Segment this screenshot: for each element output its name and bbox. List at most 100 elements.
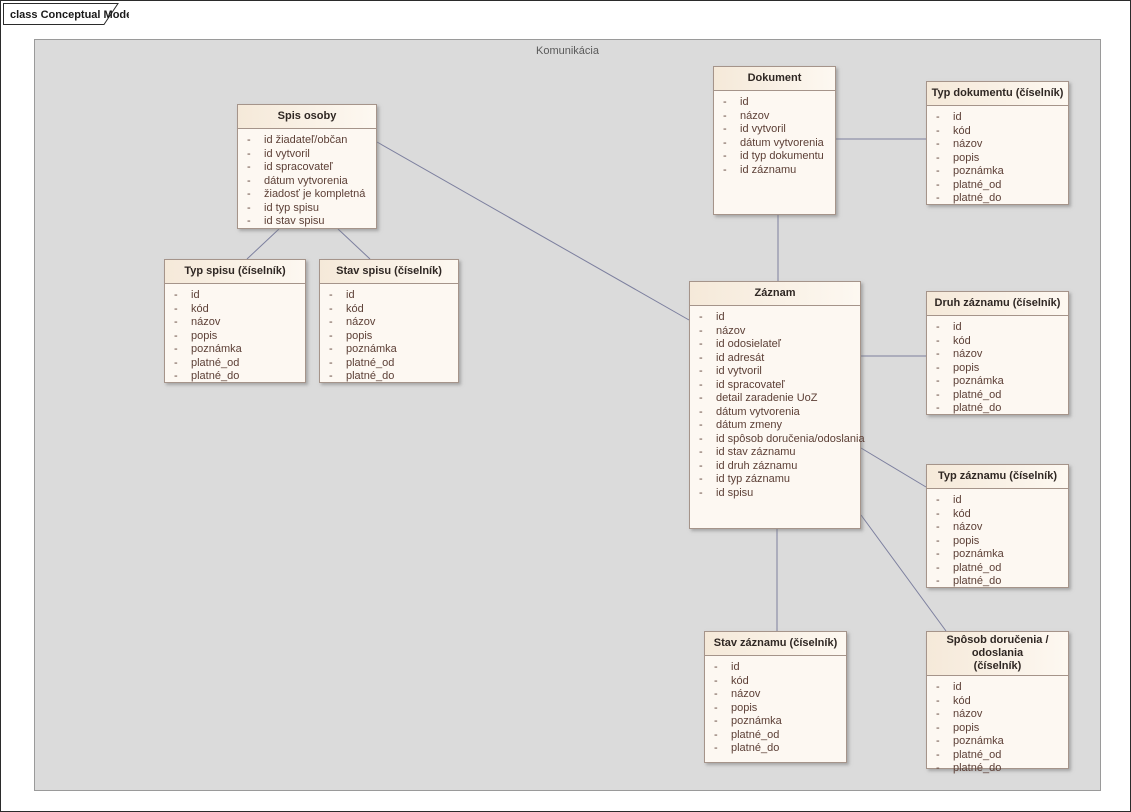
attribute-item[interactable]: -id spracovateľ <box>699 379 857 393</box>
attribute-item[interactable]: -id <box>329 289 455 303</box>
attribute-item[interactable]: -poznámka <box>936 548 1065 562</box>
connector-zaznam-to-typ-zaznamu[interactable] <box>860 447 927 488</box>
attribute-item[interactable]: -popis <box>936 722 1065 736</box>
attribute-item[interactable]: -id <box>723 96 832 110</box>
attribute-item[interactable]: -popis <box>329 330 455 344</box>
attribute-item[interactable]: -kód <box>936 125 1065 139</box>
attribute-item[interactable]: -id <box>936 321 1065 335</box>
attribute-item[interactable]: -platné_do <box>936 192 1065 206</box>
attribute-item[interactable]: -popis <box>174 330 302 344</box>
attribute-item[interactable]: -id <box>936 681 1065 695</box>
attribute-item[interactable]: -id <box>174 289 302 303</box>
attribute-dash: - <box>714 728 718 741</box>
attribute-item[interactable]: -id spôsob doručenia/odoslania <box>699 433 865 447</box>
attribute-item[interactable]: -id <box>936 494 1065 508</box>
attribute-item[interactable]: -názov <box>174 316 302 330</box>
attribute-dash: - <box>247 174 251 187</box>
attribute-item[interactable]: -detail zaradenie UoZ <box>699 392 857 406</box>
attribute-item[interactable]: -kód <box>329 303 455 317</box>
connector-zaznam-to-sposob-dorucenia-odoslania[interactable] <box>860 514 947 632</box>
attribute-item[interactable]: -platné_do <box>936 762 1065 776</box>
attribute-item[interactable]: -názov <box>936 521 1065 535</box>
attribute-item[interactable]: -id spisu <box>699 487 857 501</box>
attribute-label: názov <box>953 708 983 720</box>
attribute-item[interactable]: -platné_od <box>936 562 1065 576</box>
attribute-item[interactable]: -názov <box>723 110 832 124</box>
attribute-item[interactable]: -platné_od <box>329 357 455 371</box>
attribute-item[interactable]: -poznámka <box>174 343 302 357</box>
attribute-item[interactable]: -platné_do <box>329 370 455 384</box>
attribute-item[interactable]: -dátum vytvorenia <box>723 137 832 151</box>
attribute-item[interactable]: -názov <box>936 138 1065 152</box>
attribute-item[interactable]: -id adresát <box>699 352 857 366</box>
entity-typ-zaznamu[interactable]: Typ záznamu (číselník)-id-kód-názov-popi… <box>926 464 1069 588</box>
attribute-item[interactable]: -kód <box>936 695 1065 709</box>
attribute-item[interactable]: -poznámka <box>329 343 455 357</box>
attribute-item[interactable]: -id vytvoril <box>247 148 373 162</box>
entity-typ-spisu[interactable]: Typ spisu (číselník)-id-kód-názov-popis-… <box>164 259 306 383</box>
attribute-item[interactable]: -id <box>714 661 843 675</box>
attribute-item[interactable]: -id typ spisu <box>247 202 373 216</box>
attribute-item[interactable]: -poznámka <box>936 165 1065 179</box>
attribute-item[interactable]: -id vytvoril <box>723 123 832 137</box>
attribute-item[interactable]: -žiadosť je kompletná <box>247 188 373 202</box>
attribute-item[interactable]: -názov <box>936 348 1065 362</box>
connector-spis-osoby-to-stav-spisu[interactable] <box>337 228 371 260</box>
entity-attributes: -id-kód-názov-popis-poznámka-platné_od-p… <box>705 656 846 756</box>
attribute-item[interactable]: -popis <box>936 535 1065 549</box>
attribute-item[interactable]: -id záznamu <box>723 164 832 178</box>
attribute-dash: - <box>247 201 251 214</box>
attribute-item[interactable]: -názov <box>936 708 1065 722</box>
attribute-item[interactable]: -id <box>699 311 857 325</box>
attribute-item[interactable]: -popis <box>936 152 1065 166</box>
attribute-item[interactable]: -kód <box>714 675 843 689</box>
attribute-item[interactable]: -názov <box>329 316 455 330</box>
connector-spis-osoby-to-zaznam[interactable] <box>376 141 690 321</box>
attribute-item[interactable]: -kód <box>936 335 1065 349</box>
attribute-item[interactable]: -platné_od <box>936 389 1065 403</box>
attribute-item[interactable]: -id vytvoril <box>699 365 857 379</box>
entity-stav-zaznamu[interactable]: Stav záznamu (číselník)-id-kód-názov-pop… <box>704 631 847 763</box>
attribute-item[interactable]: -názov <box>699 325 857 339</box>
attribute-item[interactable]: -id odosielateľ <box>699 338 857 352</box>
attribute-item[interactable]: -kód <box>174 303 302 317</box>
attribute-item[interactable]: -platné_do <box>936 575 1065 589</box>
attribute-item[interactable]: -id spracovateľ <box>247 161 373 175</box>
attribute-dash: - <box>699 351 703 364</box>
attribute-dash: - <box>936 534 940 547</box>
attribute-item[interactable]: -dátum zmeny <box>699 419 857 433</box>
entity-sposob-dorucenia-odoslania[interactable]: Spôsob doručenia / odoslania(číselník)-i… <box>926 631 1069 774</box>
attribute-item[interactable]: -názov <box>714 688 843 702</box>
attribute-item[interactable]: -popis <box>936 362 1065 376</box>
attribute-dash: - <box>174 370 178 382</box>
attribute-item[interactable]: -platné_do <box>936 402 1065 416</box>
entity-zaznam[interactable]: Záznam-id-názov-id odosielateľ-id adresá… <box>689 281 865 529</box>
attribute-dash: - <box>174 329 178 342</box>
attribute-item[interactable]: -poznámka <box>936 735 1065 749</box>
attribute-item[interactable]: -id stav záznamu <box>699 446 857 460</box>
attribute-item[interactable]: -poznámka <box>714 715 843 729</box>
attribute-item[interactable]: -platné_od <box>936 749 1065 763</box>
attribute-item[interactable]: -platné_od <box>936 179 1065 193</box>
attribute-item[interactable]: -id žiadateľ/občan <box>247 134 373 148</box>
entity-spis-osoby[interactable]: Spis osoby-id žiadateľ/občan-id vytvoril… <box>237 104 377 229</box>
attribute-item[interactable]: -id <box>936 111 1065 125</box>
entity-druh-zaznamu[interactable]: Druh záznamu (číselník)-id-kód-názov-pop… <box>926 291 1069 415</box>
attribute-item[interactable]: -platné_do <box>174 370 302 384</box>
attribute-item[interactable]: -id stav spisu <box>247 215 373 229</box>
attribute-item[interactable]: -platné_do <box>714 742 843 756</box>
attribute-item[interactable]: -platné_od <box>714 729 843 743</box>
attribute-item[interactable]: -platné_od <box>174 357 302 371</box>
attribute-item[interactable]: -id typ záznamu <box>699 473 857 487</box>
attribute-item[interactable]: -poznámka <box>936 375 1065 389</box>
connector-spis-osoby-to-typ-spisu[interactable] <box>246 228 280 260</box>
attribute-item[interactable]: -id typ dokumentu <box>723 150 832 164</box>
attribute-item[interactable]: -kód <box>936 508 1065 522</box>
attribute-item[interactable]: -dátum vytvorenia <box>699 406 857 420</box>
entity-typ-dokumentu[interactable]: Typ dokumentu (číselník)-id-kód-názov-po… <box>926 81 1069 205</box>
attribute-item[interactable]: -popis <box>714 702 843 716</box>
entity-dokument[interactable]: Dokument-id-názov-id vytvoril-dátum vytv… <box>713 66 836 215</box>
attribute-item[interactable]: -id druh záznamu <box>699 460 857 474</box>
entity-stav-spisu[interactable]: Stav spisu (číselník)-id-kód-názov-popis… <box>319 259 459 383</box>
attribute-item[interactable]: -dátum vytvorenia <box>247 175 373 189</box>
